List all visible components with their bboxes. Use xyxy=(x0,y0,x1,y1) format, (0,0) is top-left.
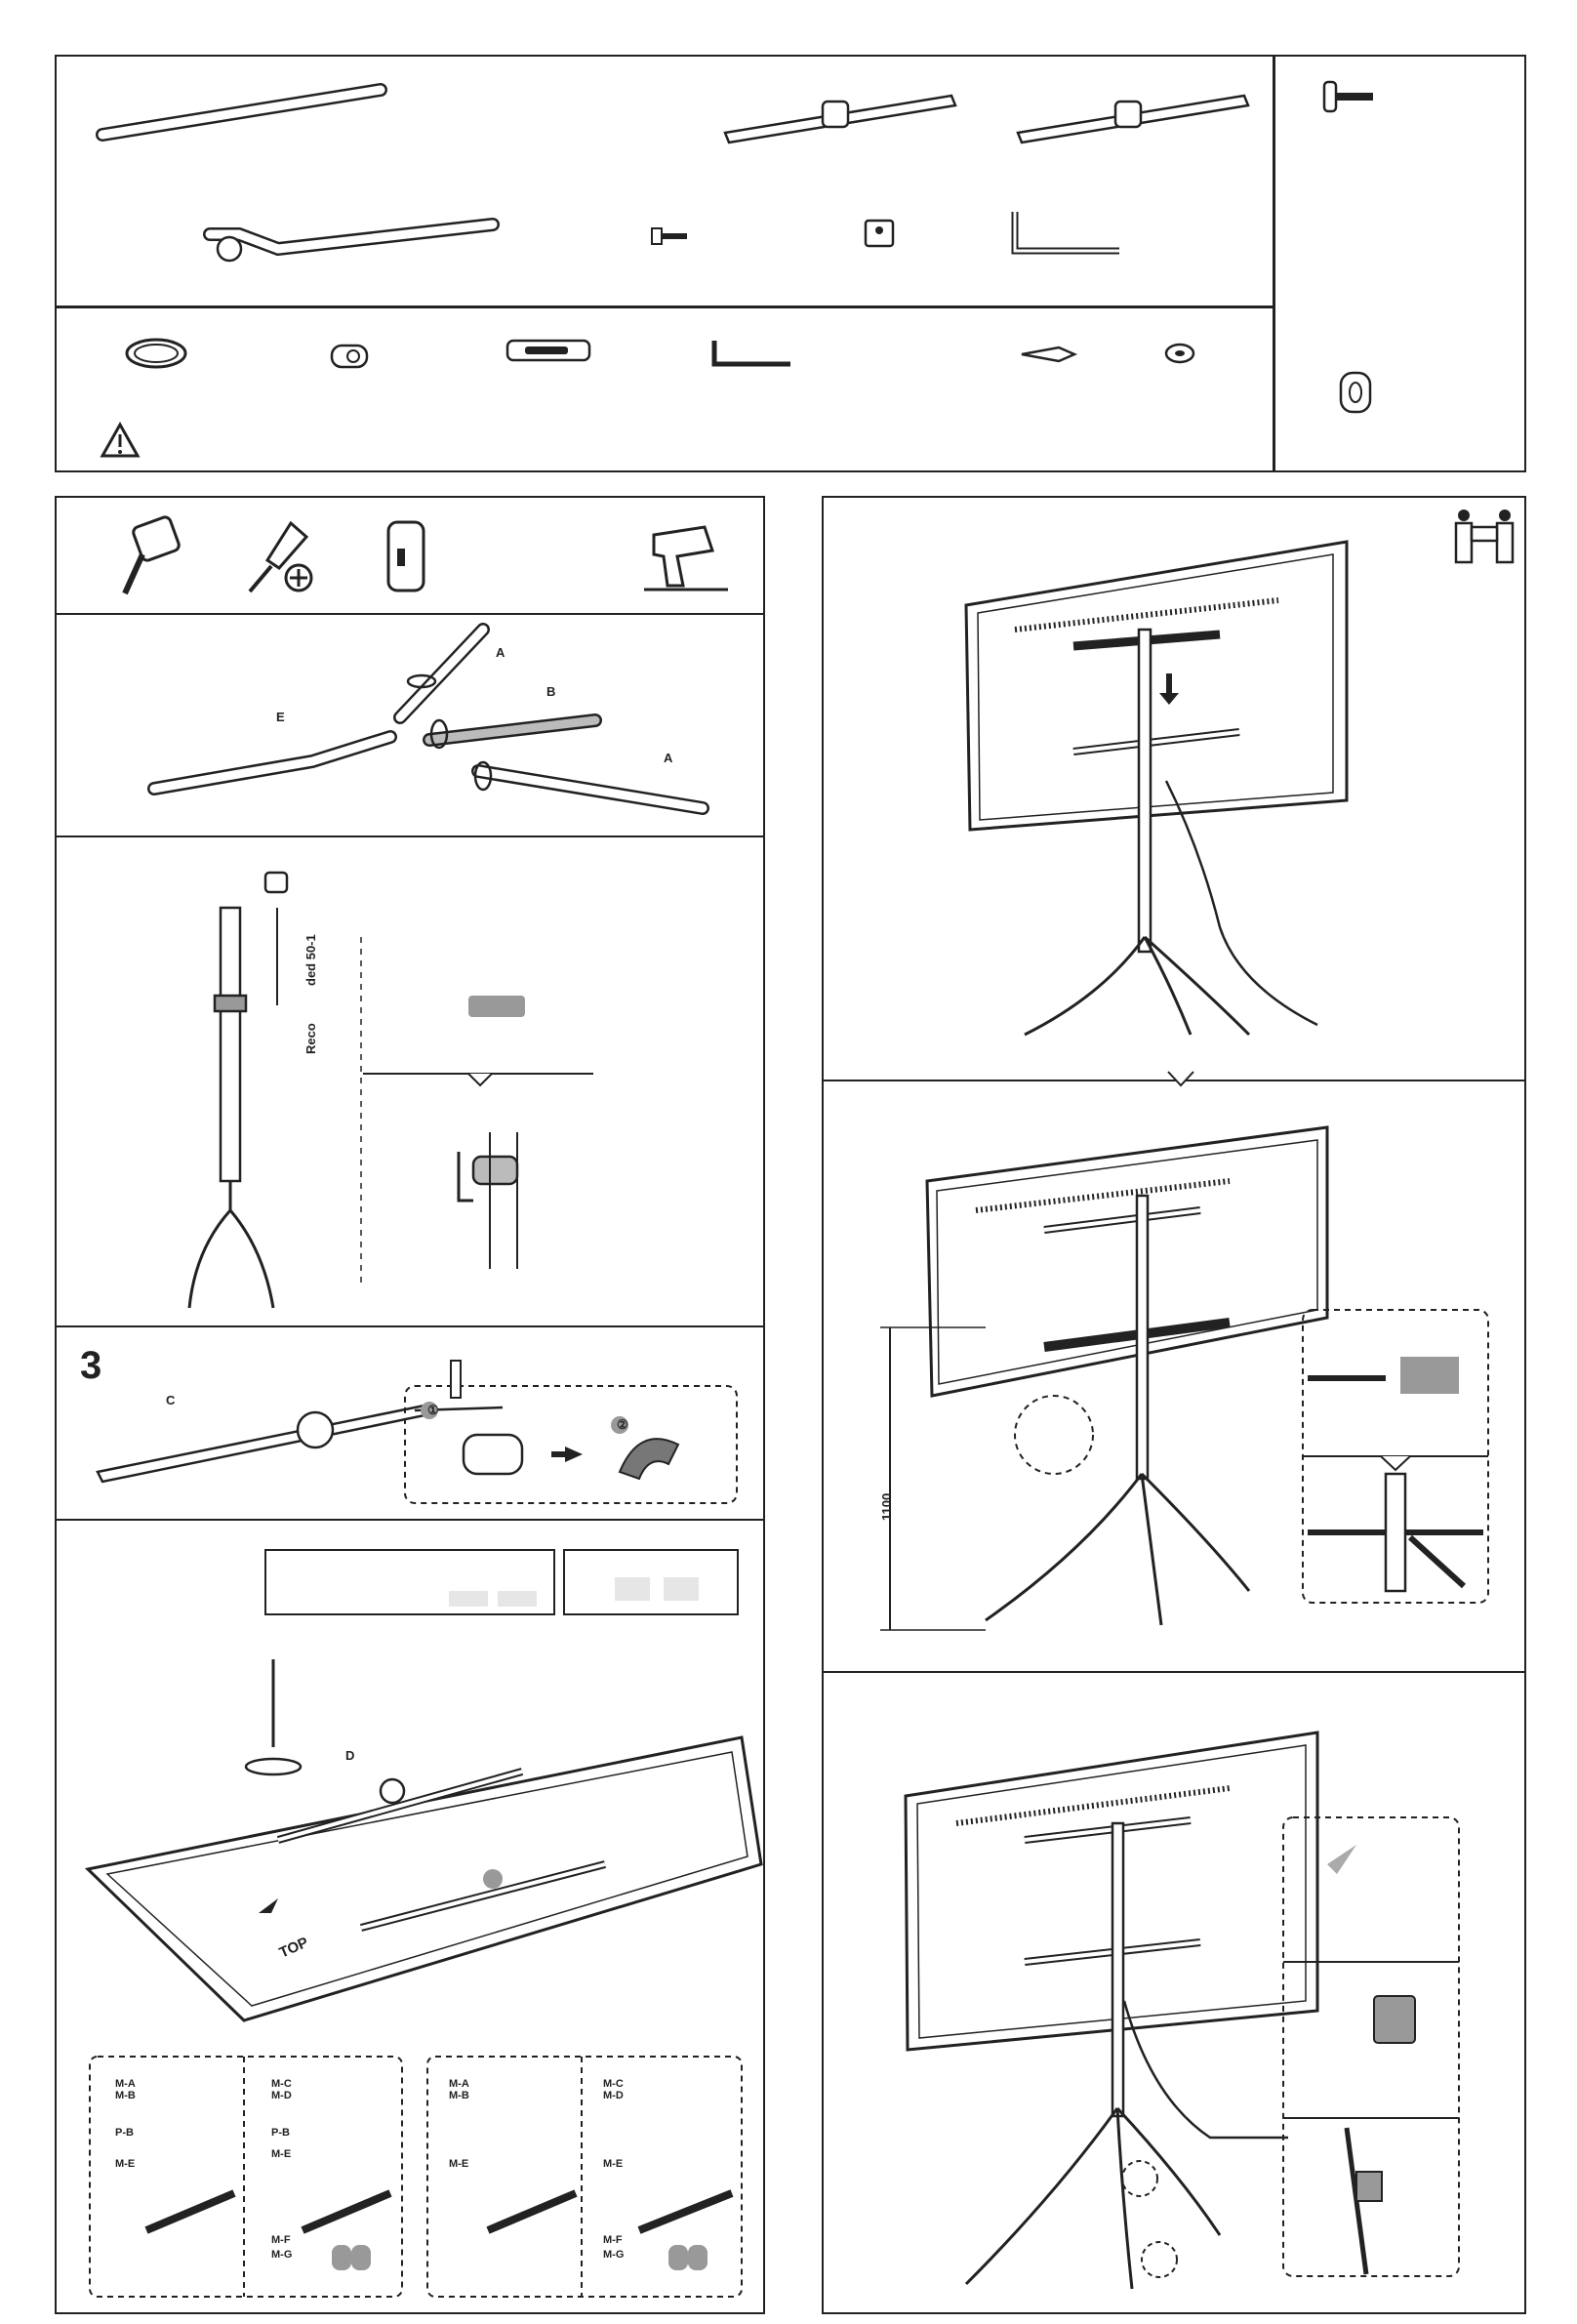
callout-2-step-3: ② xyxy=(617,1418,628,1432)
detail-2-mg: M-G xyxy=(271,2250,292,2262)
hardware-code: M-A xyxy=(449,2079,469,2091)
washer-part-illustration xyxy=(1163,342,1196,365)
step-1-leg-assembly-illustration xyxy=(137,625,722,830)
step-4-tv-back-illustration xyxy=(78,1630,761,2020)
hardware-code: M-A xyxy=(115,2079,136,2091)
detail-1-me: M-E xyxy=(115,2159,135,2171)
anchor-part-illustration xyxy=(1020,342,1078,367)
step-2-pole-height-illustration xyxy=(176,859,605,1318)
detail-4-mf: M-F xyxy=(603,2235,623,2247)
allen-key-small-illustration xyxy=(710,337,798,368)
label-a-top: A xyxy=(496,646,505,660)
stud-finder-icon xyxy=(385,519,428,595)
label-e: E xyxy=(276,711,285,724)
power-drill-icon xyxy=(634,517,732,600)
detail-2-me: M-E xyxy=(271,2149,291,2161)
detail-2-pb: P-B xyxy=(271,2128,290,2140)
hardware-code: M-D xyxy=(271,2091,292,2102)
hardware-code: M-B xyxy=(449,2091,469,2102)
pipe-clamp-part-illustration xyxy=(330,342,371,371)
step-7-cable-management-illustration xyxy=(898,1728,1483,2294)
step-3-leg-bracket-illustration xyxy=(93,1366,747,1513)
small-screw-part-illustration xyxy=(652,224,691,248)
hardware-code: M-C xyxy=(271,2079,292,2091)
pole-part-illustration xyxy=(93,78,395,146)
cable-clip-part-illustration xyxy=(864,217,897,250)
hardware-code: M-B xyxy=(115,2091,136,2102)
bracket-part-b-illustration xyxy=(1010,86,1254,144)
step-4-label-boxes xyxy=(263,1548,742,1616)
detail-4-mcd: M-C M-D xyxy=(603,2079,624,2101)
label-d: D xyxy=(345,1749,354,1763)
detail-2-mf: M-F xyxy=(271,2235,291,2247)
warning-triangle-icon xyxy=(100,422,141,459)
callout-1-step-3: ① xyxy=(427,1404,439,1417)
detail-4-me: M-E xyxy=(603,2159,623,2171)
label-a-bottom: A xyxy=(664,752,672,765)
detail-1-pb: P-B xyxy=(115,2128,134,2140)
parts-divider-vertical xyxy=(1273,55,1275,472)
step-5-tv-lift-illustration xyxy=(956,537,1366,1044)
allen-key-large-illustration xyxy=(1010,207,1127,256)
step-4-detail-boxes xyxy=(88,2055,744,2299)
hardware-code: M-C xyxy=(603,2079,624,2091)
detail-3-me: M-E xyxy=(449,2159,468,2171)
detail-3-mab: M-A M-B xyxy=(449,2079,469,2101)
y-base-part-illustration xyxy=(200,205,512,283)
step-5-to-6-arrow xyxy=(1166,1070,1195,1089)
label-reco: Reco xyxy=(304,1023,318,1054)
detail-4-mg: M-G xyxy=(603,2250,624,2262)
label-b: B xyxy=(546,685,555,699)
label-ded: ded 50-1 xyxy=(304,934,318,986)
detail-2-mcd: M-C M-D xyxy=(271,2079,292,2101)
wall-plate-part-illustration xyxy=(505,337,593,366)
detail-1-mab: M-A M-B xyxy=(115,2079,136,2101)
two-person-lift-icon xyxy=(1452,508,1516,566)
bracket-part-a-illustration xyxy=(717,86,961,144)
hardware-code: M-D xyxy=(603,2091,624,2102)
spacer-part-illustration xyxy=(1337,369,1376,418)
phillips-screwdriver-icon xyxy=(242,517,320,600)
step-6-mount-illustration xyxy=(878,1122,1503,1650)
parts-divider-horizontal xyxy=(55,306,1274,308)
label-height: 1100 xyxy=(880,1493,894,1521)
cable-tie-part-illustration xyxy=(122,334,190,373)
screw-part-illustration xyxy=(1322,78,1381,117)
tape-measure-icon xyxy=(115,515,183,603)
